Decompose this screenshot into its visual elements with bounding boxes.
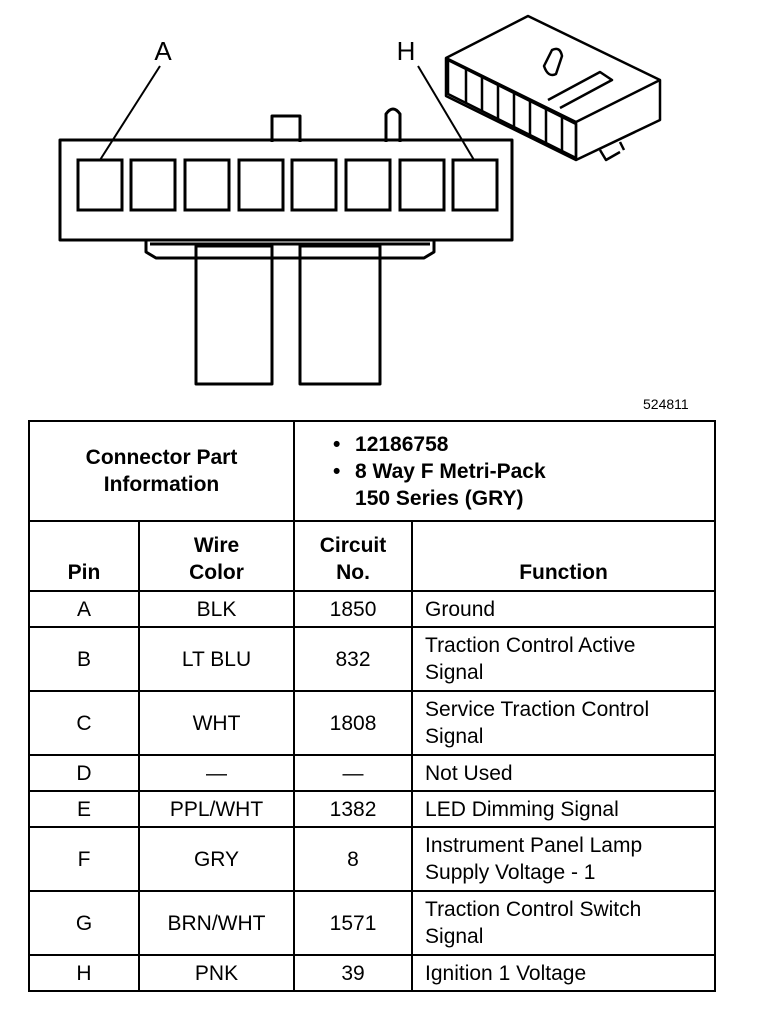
- pin-cavity-f: [344, 158, 392, 212]
- function-line-1: Ignition 1 Voltage: [425, 961, 587, 985]
- part-number: 12186758: [355, 432, 449, 456]
- function-cell: Ignition 1 Voltage: [411, 954, 717, 992]
- wire-color-cell: PNK: [137, 954, 296, 992]
- function-line-1: LED Dimming Signal: [425, 797, 619, 821]
- function-line-2: Signal: [425, 661, 484, 684]
- wire-bundle-right: [298, 244, 382, 386]
- wire-color-cell: BLK: [137, 590, 296, 628]
- wire-color-cell: —: [137, 754, 296, 792]
- function-cell: LED Dimming Signal: [411, 790, 717, 828]
- column-header-pin: Pin: [28, 520, 140, 592]
- circuit-cell: —: [293, 754, 414, 792]
- pin-cavity-h: [451, 158, 499, 212]
- circuit-cell: 39: [293, 954, 414, 992]
- callout-label-h: H: [397, 36, 416, 66]
- bullet-icon: •: [333, 432, 341, 456]
- pin-cavity-c: [183, 158, 231, 212]
- function-line-2: Signal: [425, 925, 484, 948]
- column-header-function: Function: [411, 520, 717, 592]
- pin-cavity-d: [237, 158, 285, 212]
- pin-cell: H: [28, 954, 140, 992]
- wire-color-cell: PPL/WHT: [137, 790, 296, 828]
- function-cell: Ground: [411, 590, 717, 628]
- function-line-1: Traction Control Active: [425, 634, 636, 657]
- function-line-2: Signal: [425, 725, 484, 748]
- circuit-cell: 1850: [293, 590, 414, 628]
- leader-line-a: [99, 65, 161, 161]
- pin-cell: B: [28, 626, 140, 692]
- figure-number: 524811: [643, 396, 689, 412]
- table-row: D——Not Used: [28, 754, 717, 792]
- column-header-circuit: Circuit No.: [293, 520, 414, 592]
- connector-part-cell: • 12186758 • 8 Way F Metri-Pack 150 Series…: [293, 420, 717, 522]
- circuit-cell: 1808: [293, 690, 414, 756]
- function-line-1: Instrument Panel Lamp: [425, 834, 643, 857]
- function-cell: Not Used: [411, 754, 717, 792]
- function-line-1: Ground: [425, 597, 496, 621]
- connector-info-row: Connector Part Information • 12186758 • 8 …: [27, 420, 717, 522]
- pin-cell: E: [28, 790, 140, 828]
- wire-color-cell: LT BLU: [137, 626, 296, 692]
- connector-table: Connector Part Information • 12186758 • 8 …: [27, 420, 717, 992]
- wire-color-cell: WHT: [137, 690, 296, 756]
- pin-cell: C: [28, 690, 140, 756]
- function-line-2: Supply Voltage - 1: [425, 861, 596, 884]
- circuit-cell: 1382: [293, 790, 414, 828]
- function-line-1: Not Used: [425, 761, 513, 785]
- function-line-1: Traction Control Switch: [425, 898, 642, 921]
- pin-cavity-b: [129, 158, 177, 212]
- circuit-cell: 1571: [293, 890, 414, 956]
- wire-color-cell: GRY: [137, 826, 296, 892]
- column-header-wire-color: Wire Color: [137, 520, 296, 592]
- connector-isometric-view: [444, 14, 662, 162]
- column-header-row: Pin Wire Color Circuit No. Function: [28, 520, 717, 592]
- pin-cell: F: [28, 826, 140, 892]
- pin-cell: G: [28, 890, 140, 956]
- part-description-1: 8 Way F Metri-Pack: [355, 459, 546, 483]
- connector-info-header: Connector Part Information: [27, 420, 296, 522]
- circuit-cell: 8: [293, 826, 414, 892]
- connector-body: [58, 138, 514, 242]
- leader-line-h: [417, 65, 475, 161]
- connector-diagram: A H: [58, 14, 662, 386]
- callout-label-a: A: [154, 36, 172, 66]
- pin-cell: A: [28, 590, 140, 628]
- pin-cavity-g: [398, 158, 446, 212]
- part-description-2: 150 Series (GRY): [355, 486, 524, 510]
- wire-color-cell: BRN/WHT: [137, 890, 296, 956]
- pin-cavity-a: [76, 158, 124, 212]
- pin-cavity-e: [290, 158, 338, 212]
- bullet-icon: •: [333, 459, 341, 483]
- circuit-cell: 832: [293, 626, 414, 692]
- wire-bundle-left: [194, 244, 274, 386]
- pin-cell: D: [28, 754, 140, 792]
- function-line-1: Service Traction Control: [425, 698, 650, 721]
